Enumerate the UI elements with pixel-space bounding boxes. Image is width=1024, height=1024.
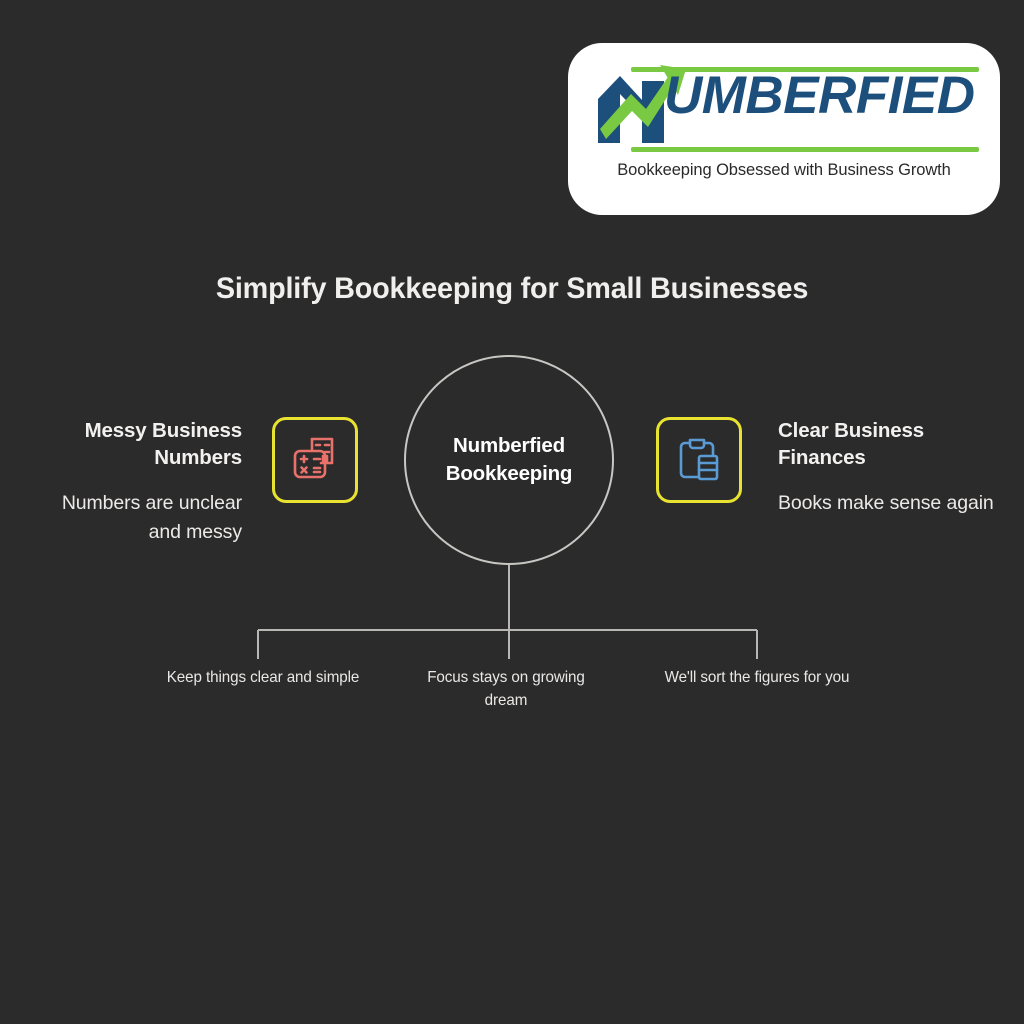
problem-text-block: Messy Business Numbers Numbers are uncle… — [30, 417, 242, 547]
logo-rule-bottom — [631, 147, 979, 152]
calculator-document-icon — [287, 430, 343, 491]
brand-logo-card: UMBERFIED Bookkeeping Obsessed with Busi… — [568, 43, 1000, 215]
caption-right: We'll sort the figures for you — [664, 669, 850, 686]
logo-rule-top — [631, 67, 979, 72]
logo-wordmark: UMBERFIED — [664, 66, 975, 125]
clipboard-list-icon — [671, 430, 727, 491]
caption-left: Keep things clear and simple — [166, 669, 360, 686]
page-title: Simplify Bookkeeping for Small Businesse… — [215, 272, 809, 305]
problem-description: Numbers are unclear and messy — [61, 491, 242, 543]
problem-icon-tile — [272, 417, 358, 503]
solution-title: Clear Business Finances — [778, 419, 925, 470]
connector-lines — [0, 555, 1024, 665]
solution-icon-tile — [656, 417, 742, 503]
center-node: Numberfied Bookkeeping — [404, 355, 614, 565]
problem-title: Messy Business Numbers — [84, 419, 243, 470]
solution-text-block: Clear Business Finances Books make sense… — [778, 417, 1000, 518]
center-node-label: Numberfied Bookkeeping — [446, 432, 573, 487]
center-node-label-line2: Bookkeeping — [445, 462, 573, 485]
logo-tagline: Bookkeeping Obsessed with Business Growt… — [617, 161, 951, 179]
center-node-label-line1: Numberfied — [453, 434, 565, 458]
caption-center: Focus stays on growing dream — [427, 669, 585, 710]
solution-description: Books make sense again — [778, 491, 994, 514]
logo-mark-icon — [580, 59, 990, 151]
